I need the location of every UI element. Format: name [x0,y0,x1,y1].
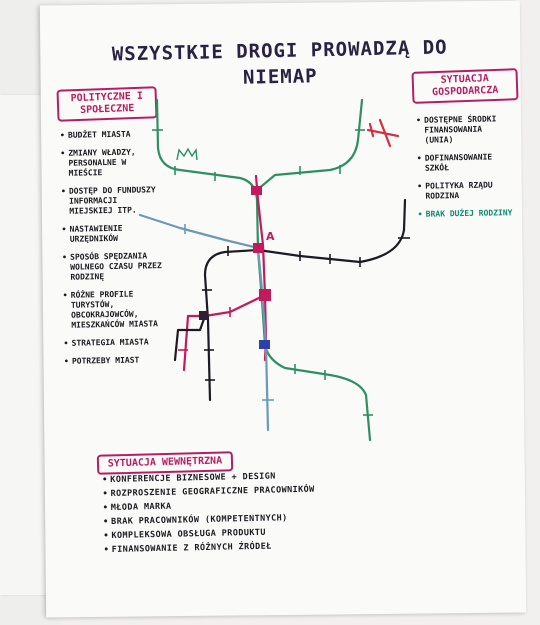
station-marker [199,311,208,320]
airplane-icon [366,118,400,148]
station-marker [259,289,271,301]
station-marker [251,186,262,195]
black-branch [173,314,207,362]
station-marker [253,243,264,253]
hub-label: A [266,230,275,243]
magenta-branch [182,293,267,372]
station-ticks [152,129,410,416]
station-marker [259,340,270,349]
green-branch [255,98,364,192]
lightblue-route [138,213,270,432]
city-icon [176,147,198,161]
